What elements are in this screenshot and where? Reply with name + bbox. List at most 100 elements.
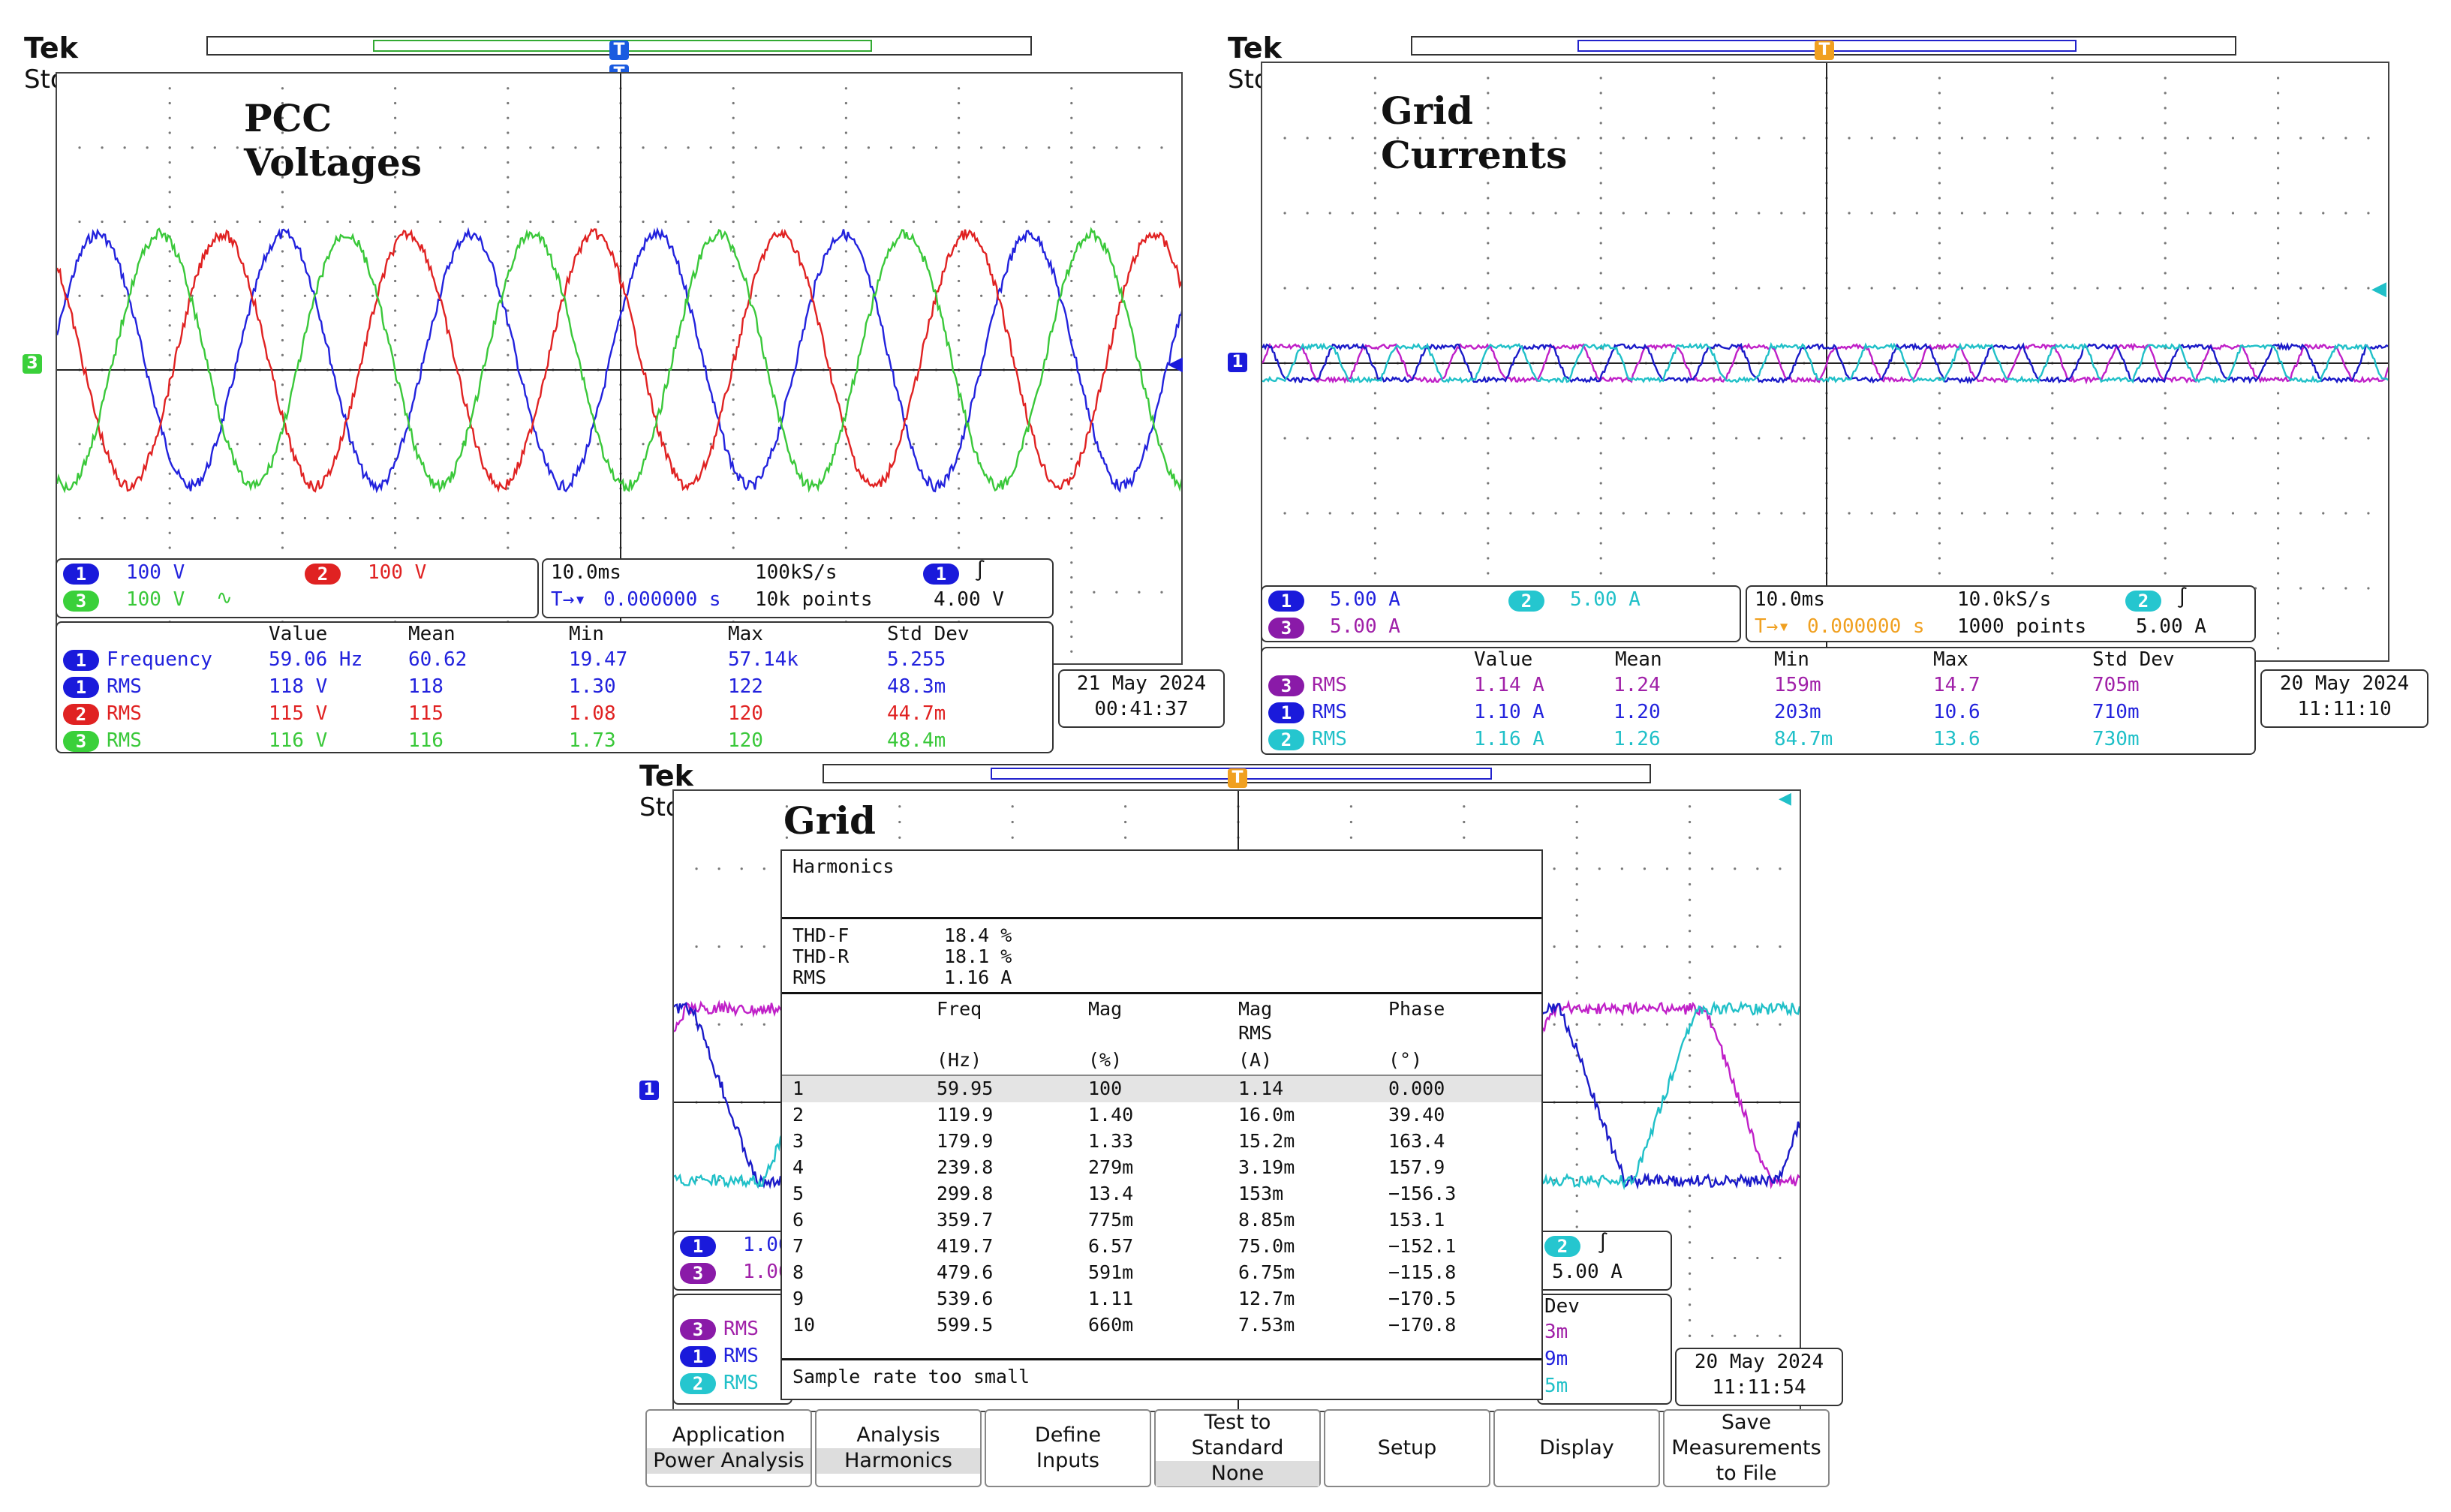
- measurement-panel-right[interactable]: Dev 3m 9m 5m: [1537, 1294, 1672, 1405]
- grid-dot: [394, 87, 397, 90]
- menu-button-setup[interactable]: Setup: [1324, 1409, 1490, 1487]
- grid-dot: [958, 161, 961, 164]
- trigger-position-marker[interactable]: T: [1228, 768, 1247, 788]
- harmonic-phase: −152.1: [1388, 1235, 1457, 1257]
- grid-dot: [303, 516, 307, 520]
- grid-dot: [1689, 287, 1693, 290]
- grid-dot: [958, 398, 961, 401]
- grid-dot: [1373, 107, 1376, 110]
- channel-settings-panel[interactable]: 1 100 V 2 100 V 3 100 V ∿: [56, 558, 539, 618]
- grid-dot: [417, 220, 420, 224]
- grid-dot: [2277, 557, 2280, 560]
- grid-dot: [844, 87, 847, 90]
- rms-value: 1.16 A: [944, 966, 1012, 988]
- grid-dot: [958, 116, 961, 119]
- channel3-ground-marker[interactable]: 3: [23, 354, 42, 374]
- grid-dot: [958, 324, 961, 327]
- grid-dot: [1711, 1334, 1714, 1337]
- menu-button-display[interactable]: Display: [1493, 1409, 1660, 1487]
- grid-dot: [1665, 945, 1669, 948]
- grid-dot: [1711, 1179, 1714, 1182]
- grid-dot: [1713, 137, 1716, 140]
- grid-dot: [1713, 557, 1716, 560]
- channel-settings-panel[interactable]: 1 1.00 3 1.00: [672, 1231, 792, 1291]
- grid-dot: [2277, 437, 2280, 440]
- grid-dot: [1373, 242, 1376, 245]
- meas-std-dev: 710m: [2092, 701, 2140, 723]
- trigger-position-marker[interactable]: T: [609, 41, 629, 60]
- grid-dot: [1689, 852, 1692, 855]
- channel1-ground-marker[interactable]: 1: [639, 1081, 659, 1100]
- grid-dot: [1756, 1023, 1759, 1026]
- grid-dot: [1070, 531, 1073, 534]
- harmonic-mag-rms: 3.19m: [1238, 1156, 1295, 1178]
- grid-dot: [1848, 287, 1851, 290]
- harmonics-dialog[interactable]: Harmonics THD-F 18.4 % THD-R 18.1 % RMS …: [780, 849, 1543, 1400]
- meas-max: 120: [728, 729, 763, 752]
- trigger-position-marker[interactable]: T: [1815, 41, 1834, 60]
- grid-dot: [1735, 437, 1738, 440]
- grid-dot: [2164, 452, 2167, 455]
- grid-dot: [1093, 294, 1096, 297]
- delay-icon: T→▾: [551, 588, 586, 611]
- grid-dot: [168, 487, 171, 490]
- meas-min: 1.08: [569, 702, 616, 725]
- harmonic-phase: 0.000: [1388, 1078, 1445, 1099]
- grid-dot: [732, 443, 735, 446]
- grid-dot: [799, 294, 802, 297]
- grid-dot: [1115, 146, 1118, 149]
- grid-dot: [1689, 1241, 1692, 1244]
- ch2-scale: 100 V: [368, 561, 427, 584]
- grid-dot: [326, 516, 329, 520]
- grid-dot: [1575, 836, 1578, 839]
- col-std-dev: Std Dev: [887, 623, 970, 645]
- grid-dot: [1938, 332, 1941, 335]
- grid-dot: [597, 443, 600, 446]
- date-time-box: 20 May 2024 11:11:54: [1675, 1348, 1843, 1406]
- grid-dot: [574, 146, 577, 149]
- grid-dot: [1487, 302, 1490, 305]
- grid-dot: [2028, 437, 2031, 440]
- grid-dot: [1599, 317, 1602, 320]
- grid-dot: [168, 502, 171, 505]
- meas-std-dev: 44.7m: [887, 702, 946, 725]
- grid-dot: [281, 457, 284, 461]
- grid-dot: [740, 945, 743, 948]
- grid-dot: [1070, 650, 1073, 653]
- timebase-panel[interactable]: 2 ∫ 5.00 A: [1537, 1231, 1672, 1291]
- meas-std-dev: 48.4m: [887, 729, 946, 752]
- timebase-panel[interactable]: 10.0ms 100kS/s 1 ∫ T→▾ 0.000000 s 10k po…: [542, 558, 1054, 618]
- grid-dot: [281, 502, 284, 505]
- grid-dot: [507, 101, 510, 105]
- meas-max: 122: [728, 675, 763, 698]
- grid-dot: [1442, 137, 1445, 140]
- grid-dot: [1138, 443, 1141, 446]
- grid-dot: [507, 502, 510, 505]
- grid-dot: [844, 279, 847, 283]
- grid-dot: [507, 131, 510, 134]
- channel1-ground-marker[interactable]: 1: [1228, 353, 1247, 372]
- grid-dot: [2164, 542, 2167, 545]
- channel-settings-panel[interactable]: 1 5.00 A 2 5.00 A 3 5.00 A: [1261, 585, 1741, 642]
- grid-dot: [168, 531, 171, 534]
- timebase-panel[interactable]: 10.0ms 10.0kS/s 2 ∫ T→▾ 0.000000 s 1000 …: [1746, 585, 2256, 642]
- meas-mean: 60.62: [408, 648, 468, 671]
